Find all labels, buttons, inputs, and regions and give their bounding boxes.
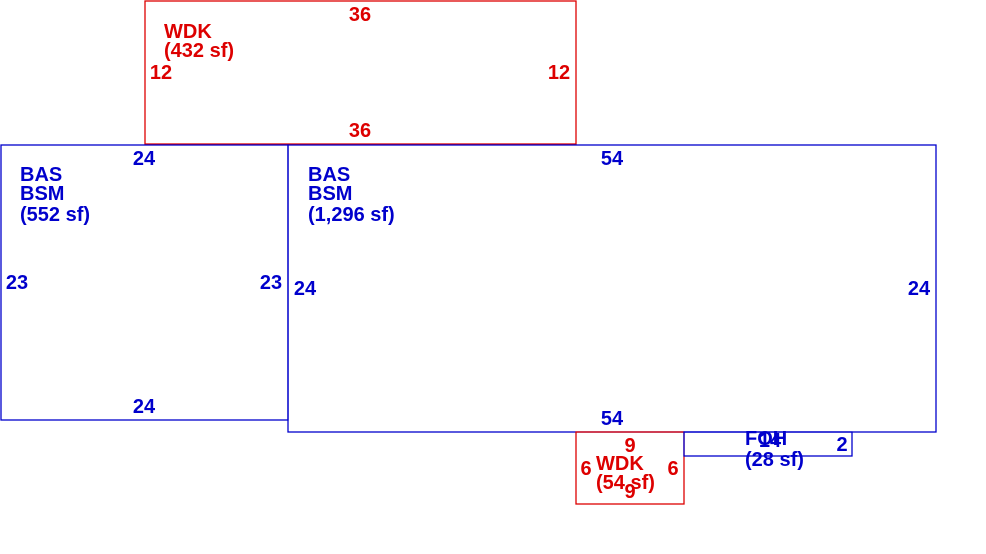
wdk-top-dim-bottom: 36 (349, 120, 371, 142)
bas-left-dim-top: 24 (133, 148, 156, 170)
bas-main-dim-top: 54 (601, 148, 624, 170)
bas-left-code1: BAS (20, 164, 62, 186)
bas-main-code2: BSM (308, 183, 352, 205)
foh-area-label: (28 sf) (745, 449, 804, 471)
wdk-top-dim-left: 12 (150, 62, 172, 84)
foh-outline (683, 431, 853, 457)
wdk-small-area: WDK (54 sf) 9 9 6 6 (575, 431, 685, 505)
wdk-small-dim-right: 6 (667, 458, 678, 480)
foh-dim-top: 14 (759, 430, 782, 452)
wdk-top-dim-right: 12 (548, 62, 570, 84)
bas-left-dim-right: 23 (260, 272, 282, 294)
wdk-top-outline (144, 0, 577, 145)
bas-main-area-label: (1,296 sf) (308, 204, 395, 226)
wdk-small-dim-top: 9 (624, 435, 635, 457)
wdk-small-dim-bottom: 9 (624, 481, 635, 503)
bas-main-dim-right: 24 (908, 278, 931, 300)
bas-main-outline (287, 144, 937, 433)
bas-left-dim-bottom: 24 (133, 396, 156, 418)
wdk-small-code: WDK (596, 453, 644, 475)
bas-main-area: BAS BSM (1,296 sf) 54 54 24 24 (287, 144, 937, 433)
wdk-small-dim-left: 6 (580, 458, 591, 480)
wdk-top-code: WDK (164, 21, 212, 43)
bas-left-dim-left: 23 (6, 272, 28, 294)
bas-main-code1: BAS (308, 164, 350, 186)
wdk-top-area: WDK (432 sf) 36 36 12 12 (144, 0, 577, 145)
wdk-top-area-label: (432 sf) (164, 40, 234, 62)
wdk-top-dim-top: 36 (349, 4, 371, 26)
foh-code: FOH (745, 428, 787, 450)
bas-left-code2: BSM (20, 183, 64, 205)
wdk-small-area-label: (54 sf) (596, 472, 655, 494)
wdk-small-outline (575, 431, 685, 505)
bas-left-area-label: (552 sf) (20, 204, 90, 226)
bas-left-area: BAS BSM (552 sf) 24 24 23 23 (0, 144, 289, 421)
bas-main-dim-bottom: 54 (601, 408, 624, 430)
foh-dim-right: 2 (836, 434, 847, 456)
bas-main-dim-left: 24 (294, 278, 317, 300)
foh-area: 14 FOH (28 sf) 2 (683, 428, 853, 471)
